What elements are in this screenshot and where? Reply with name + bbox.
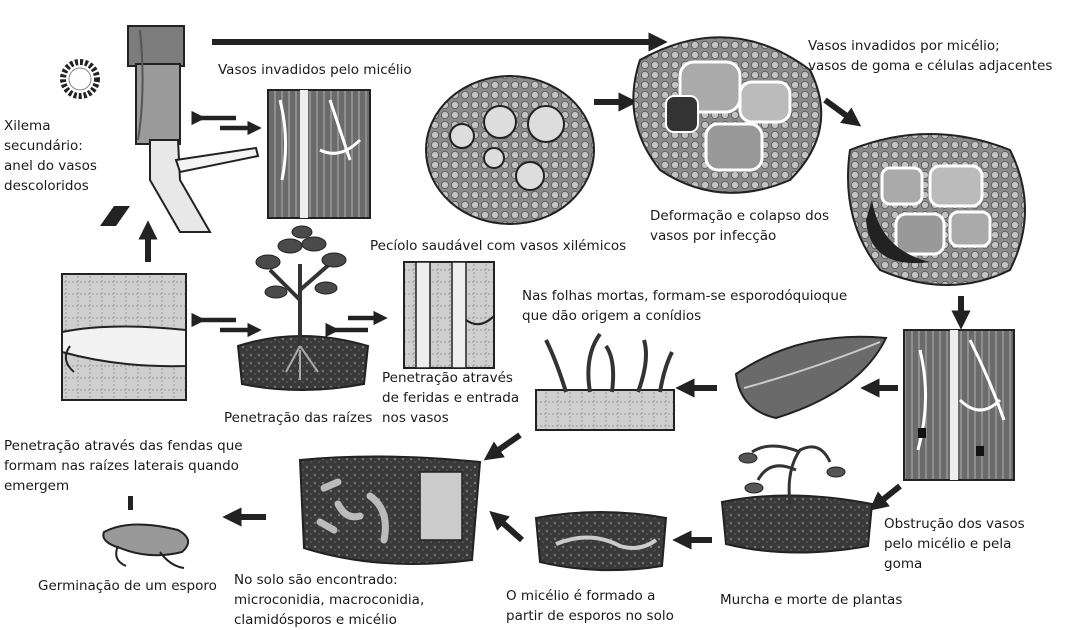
spore-icon xyxy=(103,496,188,568)
label-micelio-formado: O micélio é formado a partir de esporos … xyxy=(506,586,674,626)
label-obstrucao: Obstrução dos vasos pelo micélio e pela … xyxy=(884,514,1025,574)
label-vasos-micelio: Vasos invadidos pelo micélio xyxy=(218,60,412,80)
label-xilema: Xilema secundário: anel do vasos descolo… xyxy=(4,116,97,196)
arrow-collapsed-to-gum xyxy=(825,100,855,122)
healthy-vessel-icon xyxy=(404,262,494,368)
label-murcha: Murcha e morte de plantas xyxy=(720,590,902,610)
label-penetracao-raizes: Penetração das raízes xyxy=(224,408,372,428)
sporodochia-icon xyxy=(536,334,674,430)
gum-vessels-icon xyxy=(848,134,1025,285)
collapsed-vessels-icon xyxy=(633,37,821,193)
blade-icon xyxy=(100,206,130,226)
wilted-plant-icon xyxy=(722,446,872,553)
infected-vessel-icon xyxy=(904,330,1014,480)
dead-leaf-icon xyxy=(736,337,886,418)
arrow-vessel-to-wilt xyxy=(875,486,900,506)
soil-mycelium-icon xyxy=(536,512,666,570)
label-penetracao-feridas: Penetração através de feridas e entrada … xyxy=(382,368,519,428)
label-penetracao-fendas: Penetração através das fendas que formam… xyxy=(4,436,243,496)
stem-cross-section-icon xyxy=(63,62,97,96)
label-peciolo: Pecíolo saudável com vasos xilémicos xyxy=(370,236,626,256)
soil-section-icon xyxy=(300,456,480,564)
stem-section-icon xyxy=(426,76,594,224)
label-germinacao: Germinação de um esporo xyxy=(38,576,217,596)
label-vasos-goma: Vasos invadidos por micélio; vasos de go… xyxy=(808,36,1052,76)
label-deformacao: Deformação e colapso dos vasos por infec… xyxy=(650,206,829,246)
xylem-vessel-icon xyxy=(268,90,370,218)
root-section-icon xyxy=(62,274,186,400)
plant-icon xyxy=(238,226,368,390)
arrow-mycelium-to-soil xyxy=(495,516,522,540)
label-folhas-mortas: Nas folhas mortas, formam-se esporodóqui… xyxy=(522,286,847,326)
arrow-sporodochia-to-soil xyxy=(490,435,520,456)
label-solo: No solo são encontrado: microconidia, ma… xyxy=(234,570,424,630)
